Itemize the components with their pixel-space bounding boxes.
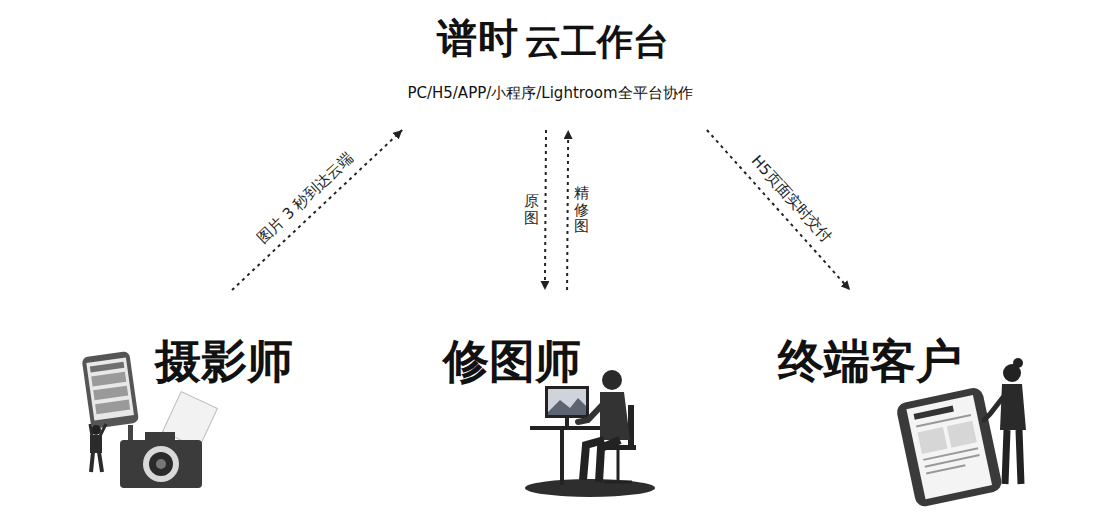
circle-shape bbox=[60, 290, 295, 500]
platform-hub: 谱时云工作台 PC/H5/APP/小程序/Lightroom全平台协作 bbox=[360, 12, 742, 130]
role-label: 修图师 bbox=[443, 338, 581, 384]
dashed-arrow bbox=[567, 130, 568, 290]
role-circle: 终端客户 bbox=[775, 290, 1015, 500]
circle-shape bbox=[775, 290, 1015, 500]
dashed-arrow bbox=[232, 130, 402, 290]
retoucher-illustration bbox=[525, 370, 655, 497]
edge-label: H5页面实时交付 bbox=[746, 150, 836, 248]
role-label: 摄影师 bbox=[155, 338, 293, 384]
subtitle-text: PC/H5/APP/小程序/Lightroom全平台协作 bbox=[360, 86, 740, 101]
edge-label: 原图 bbox=[524, 191, 539, 228]
role-circle: 摄影师 bbox=[60, 290, 295, 500]
title-text: 云工作台 bbox=[525, 24, 669, 60]
circle-shape bbox=[440, 290, 655, 500]
dashed-arrow bbox=[545, 130, 546, 290]
role-label: 终端客户 bbox=[778, 338, 962, 384]
dashed-arrow bbox=[707, 130, 850, 290]
edge-label: 图片 3 秒到达云端 bbox=[253, 147, 359, 248]
role-circle: 修图师 bbox=[440, 290, 655, 500]
edge-label: 精修图 bbox=[574, 183, 589, 237]
logo-text: 谱时 bbox=[437, 18, 519, 58]
